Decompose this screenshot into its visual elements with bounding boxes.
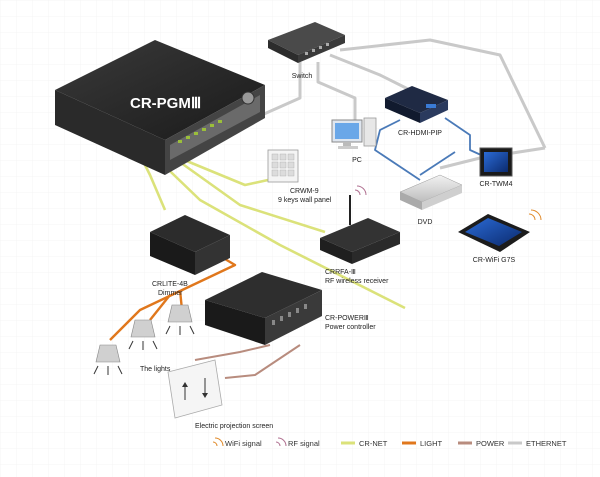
network-switch[interactable] [268, 22, 345, 63]
legend-ethernet: ETHERNET [508, 439, 567, 448]
pc-label: PC [352, 157, 362, 164]
crrfa-label: CRRFA-Ⅲ [325, 269, 356, 276]
svg-text:ETHERNET: ETHERNET [526, 439, 567, 448]
crwm9-wall-panel[interactable] [267, 149, 299, 183]
projection-screen[interactable] [167, 359, 223, 419]
lights-group[interactable] [93, 304, 195, 375]
crrfa-desc: RF wireless receiver [325, 278, 389, 285]
pgm-label: CR-PGMⅢ [130, 95, 201, 112]
lights-label: The lights [140, 366, 171, 373]
power-label: CR-POWERⅢ [325, 315, 369, 322]
svg-text:RF signal: RF signal [288, 439, 320, 448]
hdmi-pip-label: CR-HDMI-PIP [398, 130, 442, 137]
twm4-touch-panel[interactable] [479, 147, 513, 177]
wifi-g7s-label: CR-WiFi G7S [473, 257, 516, 264]
legend-crnet: CR-NET [341, 439, 388, 448]
cr-pgm-controller[interactable]: CR-PGMⅢ [55, 40, 265, 175]
hdmi-pip-device[interactable] [385, 86, 448, 123]
crlite-label: CRLITE-4B [152, 281, 188, 288]
power-desc: Power controller [325, 324, 376, 331]
switch-label: Switch [292, 73, 313, 80]
svg-text:POWER: POWER [476, 439, 505, 448]
crlite-desc: Dimmer [158, 290, 183, 297]
legend-wifi: WiFi signal [212, 437, 262, 448]
svg-text:WiFi signal: WiFi signal [225, 439, 262, 448]
crrfa-rf-receiver[interactable] [320, 185, 400, 264]
wifi-g7s-tablet[interactable] [458, 209, 542, 252]
legend-rf: RF signal [275, 437, 320, 448]
light-fixture [128, 319, 158, 350]
svg-text:LIGHT: LIGHT [420, 439, 443, 448]
legend-power: POWER [458, 439, 505, 448]
crwm9-label: CRWM-9 [290, 188, 319, 195]
cr-power-controller[interactable] [205, 272, 322, 345]
crnet-cables [138, 148, 406, 310]
light-fixture [165, 304, 195, 335]
dvd-label: DVD [418, 219, 433, 226]
crlite-dimmer[interactable] [150, 215, 230, 275]
legend: WiFi signal RF signal CR-NET LIGHT POWER… [212, 437, 567, 448]
svg-text:CR-NET: CR-NET [359, 439, 388, 448]
pc-computer[interactable] [331, 117, 377, 149]
power-cables [194, 344, 301, 379]
light-fixture [93, 344, 123, 375]
legend-light: LIGHT [402, 439, 443, 448]
twm4-label: CR-TWM4 [479, 181, 512, 188]
crwm9-desc: 9 keys wall panel [278, 197, 332, 204]
screen-label: Electric projection screen [195, 423, 273, 430]
dvd-player[interactable] [399, 174, 463, 210]
